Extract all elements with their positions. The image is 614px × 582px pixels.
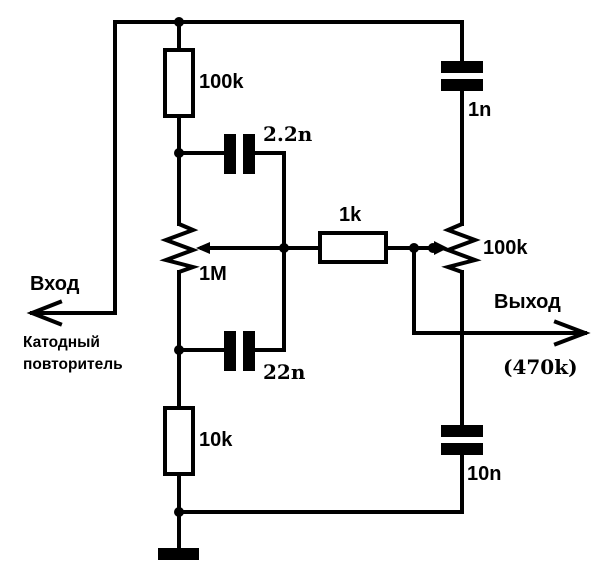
input-arrow-icon — [26, 299, 63, 327]
junction-c2n2 — [174, 148, 184, 158]
label-input: Вход — [30, 273, 80, 295]
output-arrow-icon — [553, 319, 591, 347]
capacitor-22n-plate-b — [243, 331, 255, 371]
label-resistor-1k: 1k — [339, 204, 362, 226]
capacitor-10n-plate-a — [441, 425, 483, 437]
wire-bottom-rail — [177, 454, 464, 514]
junction-top — [174, 17, 184, 27]
label-capacitor-22n: 22n — [263, 360, 306, 384]
resistor-100k-top — [163, 48, 195, 118]
label-output-load: (470k) — [503, 355, 578, 379]
label-capacitor-2-2n: 2.2n — [263, 122, 313, 146]
label-output: Выход — [494, 291, 561, 313]
pot-100k-wiper-arrow-icon — [434, 241, 448, 255]
potentiometer-1m-zigzag — [159, 222, 200, 274]
capacitor-2-2n-plate-b — [243, 134, 255, 174]
label-resistor-10k: 10k — [199, 429, 233, 451]
junction-bottom — [174, 507, 184, 517]
wiper-arrow-dot — [428, 243, 438, 253]
capacitor-10n-plate-b — [441, 443, 483, 455]
label-potentiometer-1m: 1M — [199, 263, 227, 285]
ground-symbol — [158, 548, 199, 560]
label-resistor-100k-top: 100k — [199, 71, 244, 93]
resistor-1k — [318, 231, 388, 264]
label-capacitor-10n: 10n — [467, 463, 502, 485]
wire-c2n2-right — [253, 151, 286, 352]
resistor-10k-bottom — [163, 406, 195, 476]
capacitor-1n-plate-a — [441, 61, 483, 73]
label-input-source-line1: Катодный — [23, 334, 100, 351]
junction-output — [409, 243, 419, 253]
label-potentiometer-100k: 100k — [483, 237, 528, 259]
wire-top-rail — [113, 20, 464, 282]
potentiometer-100k-zigzag — [441, 222, 482, 274]
junction-wiper — [279, 243, 289, 253]
label-input-source-line2: повторитель — [23, 356, 123, 373]
wire-output — [412, 246, 587, 335]
junction-c22n — [174, 345, 184, 355]
capacitor-22n-plate-a — [224, 331, 236, 371]
wire-input — [30, 278, 117, 315]
label-capacitor-1n: 1n — [468, 99, 492, 121]
capacitor-1n-plate-b — [441, 79, 483, 91]
pot-1m-wiper-arrow-icon — [196, 242, 210, 254]
capacitor-2-2n-plate-a — [224, 134, 236, 174]
